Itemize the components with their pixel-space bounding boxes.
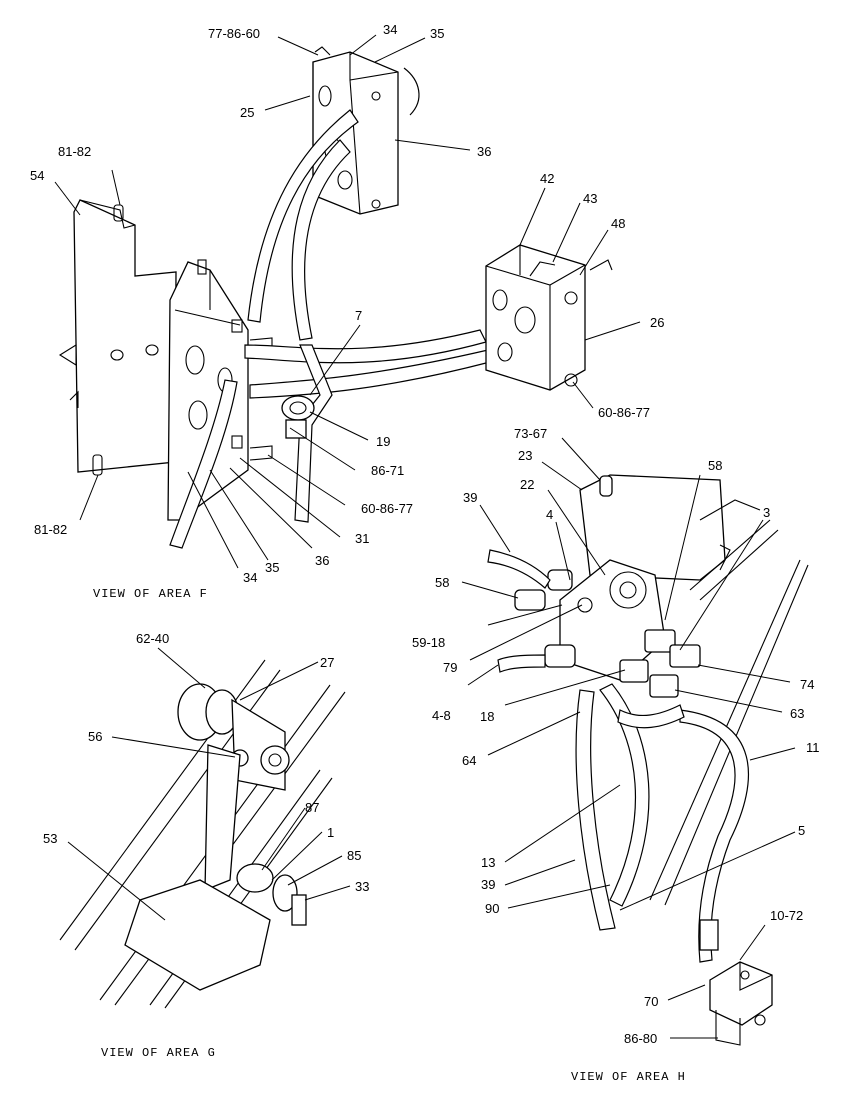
callout-60-86-77-lower: 60-86-77 (361, 501, 413, 516)
callout-33: 33 (355, 879, 369, 894)
callout-53: 53 (43, 831, 57, 846)
callout-74: 74 (800, 677, 814, 692)
callout-36-top: 36 (477, 144, 491, 159)
leader-lines (54, 34, 796, 1039)
callout-22: 22 (520, 477, 534, 492)
callout-13: 13 (481, 855, 495, 870)
callout-48: 48 (611, 216, 625, 231)
callout-31: 31 (355, 531, 369, 546)
callout-4-8: 4-8 (432, 708, 451, 723)
view-captions: VIEW OF AREA F VIEW OF AREA G VIEW OF AR… (93, 587, 686, 1084)
caption-view-f: VIEW OF AREA F (93, 587, 208, 601)
callout-58-left: 58 (435, 575, 449, 590)
callout-42: 42 (540, 171, 554, 186)
callout-86-71: 86-71 (371, 463, 404, 478)
right-clamp-block (485, 244, 613, 391)
end-block (699, 919, 773, 1046)
callout-4: 4 (546, 507, 553, 522)
callout-73-67: 73-67 (514, 426, 547, 441)
callout-27: 27 (320, 655, 334, 670)
callout-58-top: 58 (708, 458, 722, 473)
callout-56: 56 (88, 729, 102, 744)
callout-77-86-60: 77-86-60 (208, 26, 260, 41)
callout-19: 19 (376, 434, 390, 449)
view-f-drawing (58, 46, 613, 549)
callout-60-86-77-right: 60-86-77 (598, 405, 650, 420)
callout-26: 26 (650, 315, 664, 330)
callout-70: 70 (644, 994, 658, 1009)
callout-85: 85 (347, 848, 361, 863)
callout-35-bottom: 35 (265, 560, 279, 575)
callout-5: 5 (798, 823, 805, 838)
callout-81-82-bottom: 81-82 (34, 522, 67, 537)
pedal-pad (124, 879, 271, 991)
callout-34-top: 34 (383, 22, 397, 37)
callout-63: 63 (790, 706, 804, 721)
callout-34-bottom: 34 (243, 570, 257, 585)
callout-10-72: 10-72 (770, 908, 803, 923)
view-h-drawing (487, 474, 809, 1046)
callout-23: 23 (518, 448, 532, 463)
callout-3: 3 (763, 505, 770, 520)
view-g-drawing (59, 659, 346, 1009)
callout-54: 54 (30, 168, 44, 183)
left-bracket (58, 199, 177, 476)
callout-39-bottom: 39 (481, 877, 495, 892)
callout-25: 25 (240, 105, 254, 120)
caption-view-g: VIEW OF AREA G (101, 1046, 216, 1060)
stop-bolt (236, 863, 307, 926)
callout-59-18: 59-18 (412, 635, 445, 650)
callout-90: 90 (485, 901, 499, 916)
upper-clamp-block (312, 46, 399, 215)
caption-view-h: VIEW OF AREA H (571, 1070, 686, 1084)
callout-11: 11 (806, 740, 820, 755)
callout-labels: 77-86-60 34 35 25 36 81-82 54 42 43 48 2… (30, 22, 820, 1046)
callout-87: 87 (305, 800, 319, 815)
callout-35-top: 35 (430, 26, 444, 41)
callout-81-82-top: 81-82 (58, 144, 91, 159)
callout-39-top: 39 (463, 490, 477, 505)
callout-1: 1 (327, 825, 334, 840)
valve-body (514, 559, 701, 698)
callout-43: 43 (583, 191, 597, 206)
callout-62-40: 62-40 (136, 631, 169, 646)
lower-clamp-block (167, 259, 273, 521)
callout-79: 79 (443, 660, 457, 675)
callout-7: 7 (355, 308, 362, 323)
callout-64: 64 (462, 753, 476, 768)
callout-36-bottom: 36 (315, 553, 329, 568)
callout-86-80: 86-80 (624, 1031, 657, 1046)
fitting-7 (281, 395, 315, 439)
callout-18: 18 (480, 709, 494, 724)
